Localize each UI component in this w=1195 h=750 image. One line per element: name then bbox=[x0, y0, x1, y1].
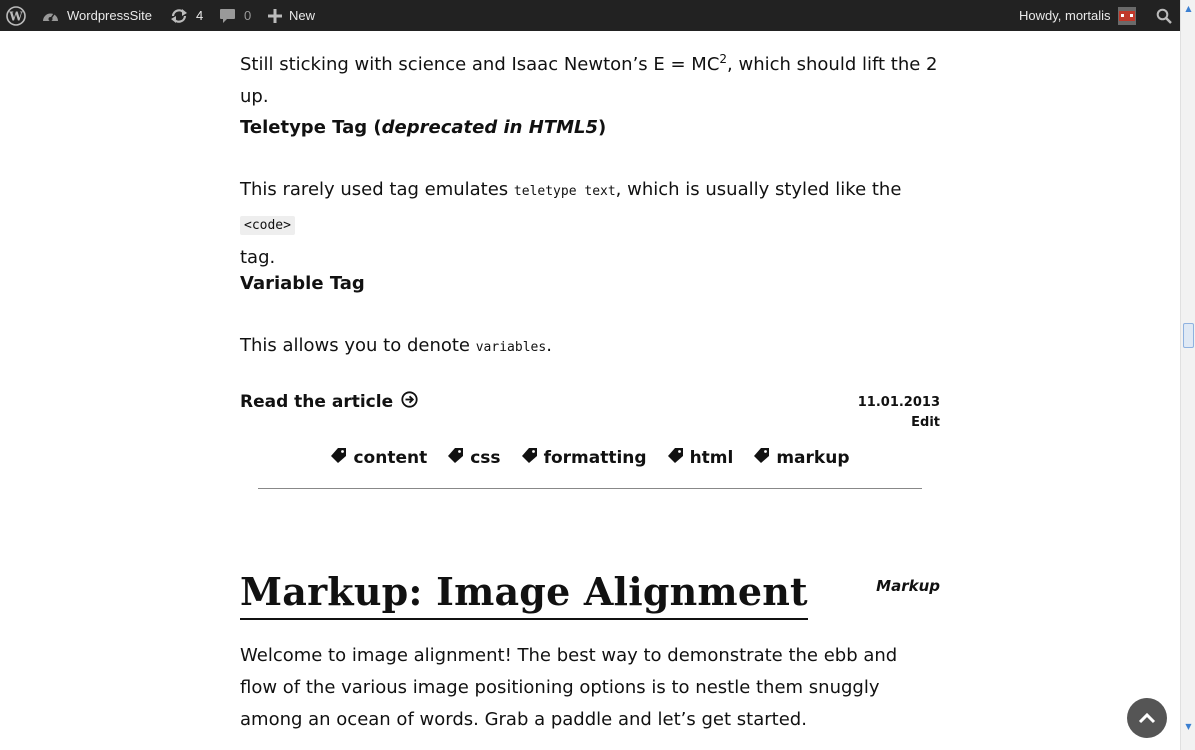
teletype-paragraph: This rarely used tag emulates teletype t… bbox=[240, 174, 940, 274]
back-to-top-button[interactable] bbox=[1127, 698, 1167, 738]
tag-markup[interactable]: markup bbox=[753, 447, 850, 469]
avatar bbox=[1117, 6, 1136, 25]
tag-icon bbox=[521, 447, 538, 469]
code-tag-sample: <code> bbox=[240, 216, 295, 235]
tag-icon bbox=[330, 447, 347, 469]
variable-text-after: . bbox=[546, 335, 552, 356]
teletype-code: teletype text bbox=[513, 184, 616, 199]
circle-arrow-right-icon bbox=[401, 391, 418, 413]
admin-bar: W WordpressSite 4 0 New Howdy, mortalis bbox=[0, 0, 1180, 31]
updates-icon bbox=[170, 8, 188, 24]
new-content-link[interactable]: New bbox=[268, 0, 315, 31]
variable-heading: Variable Tag bbox=[240, 273, 365, 294]
chevron-up-icon bbox=[1138, 709, 1156, 728]
greeting: Howdy, mortalis bbox=[1019, 8, 1111, 23]
tag-icon bbox=[447, 447, 464, 469]
plus-icon bbox=[268, 8, 282, 23]
tag-label: formatting bbox=[543, 448, 647, 468]
sup-text-before: Still sticking with science and Isaac Ne… bbox=[240, 54, 720, 75]
comments-link[interactable]: 0 bbox=[219, 0, 251, 31]
tag-icon bbox=[667, 447, 684, 469]
tag-list: content css formatting html markup bbox=[240, 447, 940, 469]
tag-label: markup bbox=[776, 448, 850, 468]
tag-html[interactable]: html bbox=[667, 447, 734, 469]
tag-icon bbox=[753, 447, 770, 469]
post-title[interactable]: Markup: Image Alignment bbox=[240, 569, 808, 620]
superscript: 2 bbox=[719, 52, 728, 66]
variable-code: variables bbox=[475, 340, 547, 355]
comment-bubble-icon bbox=[219, 8, 236, 24]
variable-paragraph: This allows you to denote variables. bbox=[240, 330, 940, 364]
sup-paragraph: Still sticking with science and Isaac Ne… bbox=[240, 49, 940, 113]
teletype-text-middle: , which is usually styled like the bbox=[615, 179, 902, 200]
post-date[interactable]: 11.01.2013 bbox=[857, 395, 940, 410]
tag-css[interactable]: css bbox=[447, 447, 501, 469]
tag-content[interactable]: content bbox=[330, 447, 427, 469]
my-account-link[interactable]: Howdy, mortalis bbox=[1019, 0, 1136, 31]
scrollbar-thumb[interactable] bbox=[1183, 323, 1194, 348]
post-divider bbox=[258, 488, 922, 489]
teletype-text-after: tag. bbox=[240, 247, 276, 268]
teletype-heading-close: ) bbox=[598, 117, 607, 138]
new-label: New bbox=[289, 8, 316, 23]
site-name-link[interactable]: WordpressSite bbox=[42, 0, 152, 31]
tag-label: html bbox=[689, 448, 734, 468]
updates-link[interactable]: 4 bbox=[170, 0, 203, 31]
site-name: WordpressSite bbox=[67, 8, 153, 23]
read-article-link[interactable]: Read the article bbox=[240, 391, 418, 413]
sup-text-after: , which should lift the 2 up. bbox=[240, 54, 938, 107]
post-category[interactable]: Markup bbox=[876, 577, 940, 595]
search-icon[interactable] bbox=[1156, 0, 1172, 31]
teletype-heading-text: Teletype Tag ( bbox=[240, 117, 382, 138]
teletype-heading-em: deprecated in HTML5 bbox=[381, 117, 598, 138]
tag-label: content bbox=[353, 448, 428, 468]
comments-count: 0 bbox=[244, 8, 252, 23]
wordpress-logo-icon[interactable]: W bbox=[6, 0, 26, 31]
edit-link[interactable]: Edit bbox=[911, 415, 940, 430]
post-intro: Welcome to image alignment! The best way… bbox=[240, 645, 898, 730]
scroll-up-arrow-icon[interactable]: ▲ bbox=[1185, 3, 1192, 13]
vertical-scrollbar[interactable]: ▲ ▼ bbox=[1180, 0, 1195, 750]
tag-label: css bbox=[470, 448, 501, 468]
teletype-heading: Teletype Tag (deprecated in HTML5) bbox=[240, 117, 606, 138]
updates-count: 4 bbox=[196, 8, 204, 23]
teletype-text-before: This rarely used tag emulates bbox=[240, 179, 514, 200]
svg-text:W: W bbox=[8, 9, 23, 23]
tag-formatting[interactable]: formatting bbox=[521, 447, 647, 469]
scroll-down-arrow-icon[interactable]: ▼ bbox=[1185, 721, 1192, 731]
dashboard-icon bbox=[42, 8, 59, 23]
variable-text-before: This allows you to denote bbox=[240, 335, 476, 356]
read-article-label: Read the article bbox=[240, 392, 394, 412]
